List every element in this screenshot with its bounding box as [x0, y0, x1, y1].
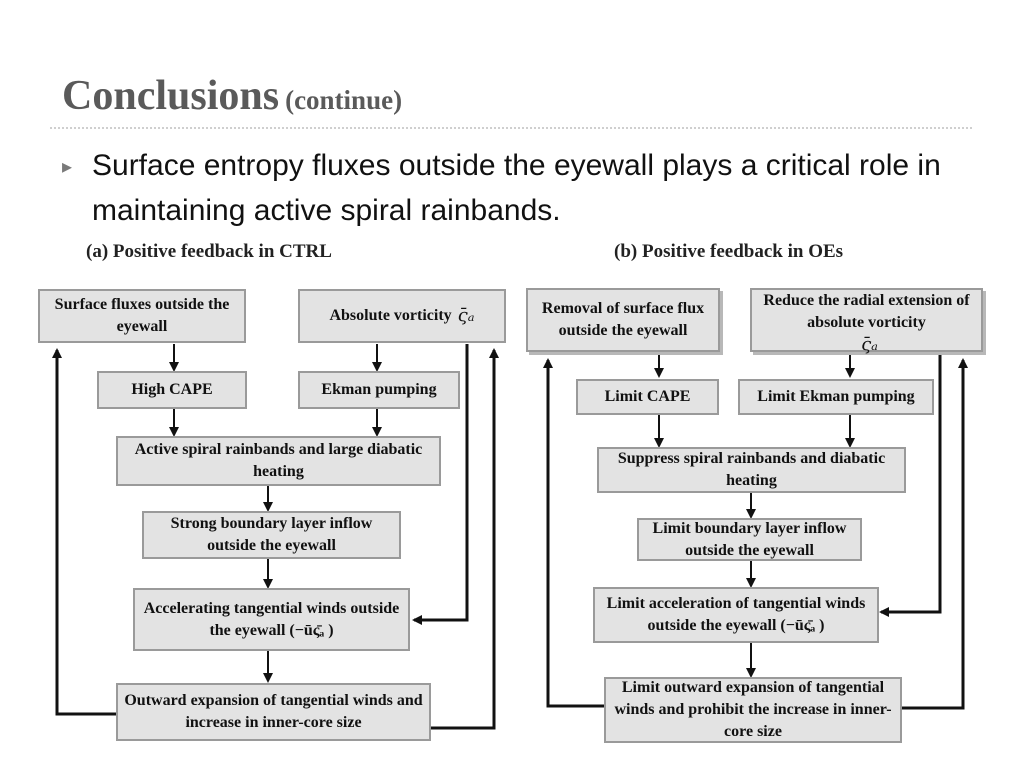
title-main: Conclusions [62, 73, 280, 119]
panel-a-boundary-layer-inflow-box: Strong boundary layer inflow outside the… [142, 511, 401, 559]
panel-a-spiral-rainbands-box: Active spiral rainbands and large diabat… [116, 436, 441, 486]
panel-b-suppress-rainbands-box: Suppress spiral rainbands and diabatic h… [597, 447, 906, 493]
loop-b-right [902, 358, 968, 710]
panel-a-outward-expansion-box: Outward expansion of tangential winds an… [116, 683, 431, 741]
panel-b-limit-cape-box: Limit CAPE [576, 379, 719, 415]
bullet-text: Surface entropy fluxes outside the eyewa… [92, 149, 941, 227]
panel-a-surface-fluxes-box: Surface fluxes outside the eyewall [38, 289, 246, 343]
panel-b-title: (b) Positive feedback in OEs [614, 241, 844, 262]
slide-title: Conclusions(continue) [62, 72, 402, 120]
vorticity-symbol: ς̄ₐ [457, 305, 475, 326]
panel-b-limit-acceleration-box: Limit acceleration of tangential winds o… [593, 587, 879, 643]
loop-b-left [543, 358, 604, 708]
panel-a-high-cape-box: High CAPE [97, 371, 247, 409]
panel-b-limit-expansion-box: Limit outward expansion of tangential wi… [604, 677, 902, 743]
panel-a-title: (a) Positive feedback in CTRL [86, 241, 332, 262]
panel-b-removal-surface-flux-box: Removal of surface flux outside the eyew… [526, 288, 720, 352]
loop-a-left [52, 348, 116, 716]
title-suffix: (continue) [285, 85, 403, 115]
loop-a-right [431, 348, 499, 730]
panel-b-limit-inflow-box: Limit boundary layer inflow outside the … [637, 518, 862, 561]
vorticity-symbol: ς̄ₐ [861, 334, 878, 355]
loop-b-vorticity [879, 354, 942, 617]
panel-a-ekman-pumping-box: Ekman pumping [298, 371, 460, 409]
panel-b-reduce-vorticity-box: Reduce the radial extension of absolute … [750, 288, 983, 355]
loop-a-vorticity [412, 344, 469, 625]
bullet-arrow-icon: ▸ [62, 154, 73, 178]
panel-b-limit-ekman-box: Limit Ekman pumping [738, 379, 934, 415]
title-divider [50, 127, 972, 129]
panel-a-tangential-winds-box: Accelerating tangential winds outside th… [133, 588, 410, 651]
